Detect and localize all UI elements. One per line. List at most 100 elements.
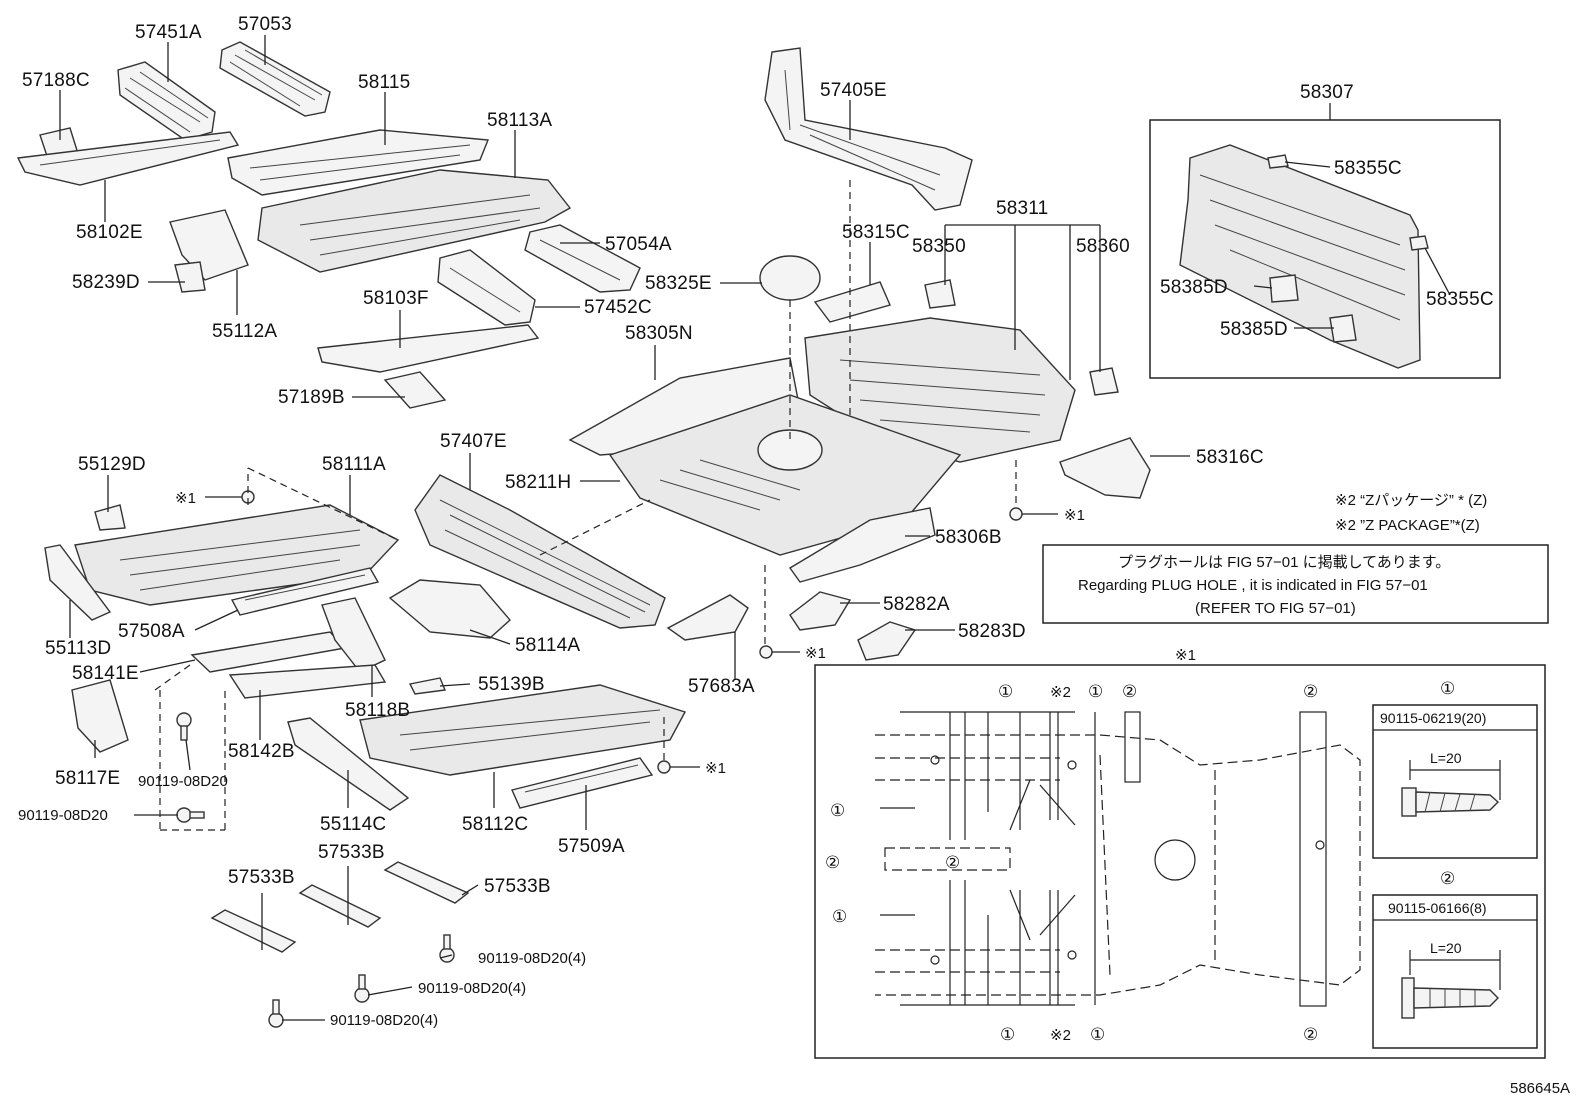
part-58360-shape [1089, 367, 1119, 396]
part-57054A-shape [524, 224, 641, 293]
fastener-legend-1-frame [1372, 704, 1538, 859]
label-57533B-a: 57533B [228, 867, 295, 888]
ref-mark-1-b: ※1 [1064, 507, 1085, 524]
bolt-icon-d [176, 807, 205, 823]
label-58385D-a: 58385D [1160, 277, 1228, 298]
label-58283D: 58283D [958, 621, 1026, 642]
part-58112C-shape [359, 684, 687, 776]
screw-icon-2 [1401, 950, 1501, 1019]
label-90119-a: 90119-08D20 [138, 773, 228, 790]
part-58141E-shape [190, 631, 347, 673]
plate-57533B-a [210, 909, 297, 953]
fastener-legend-1-part: 90115-06219(20) [1380, 710, 1486, 726]
fastener-map-frame [814, 664, 1546, 1059]
note-plug-hole-en: Regarding PLUG HOLE , it is indicated in… [1078, 577, 1428, 594]
part-55114C-shape [287, 717, 410, 811]
label-57683A: 57683A [688, 676, 755, 697]
part-58117E-shape [71, 679, 129, 753]
part-58385D-a-shape [1269, 274, 1299, 303]
part-58102E-shape [16, 131, 240, 186]
label-58311: 58311 [996, 198, 1048, 219]
label-58111A: 58111A [322, 454, 386, 475]
part-58350-shape [924, 279, 956, 309]
label-55129D: 55129D [78, 454, 146, 475]
screw-icon-1 [1401, 760, 1501, 817]
fastener-legend-1-length: L=20 [1430, 750, 1462, 766]
label-58112C: 58112C [462, 814, 528, 835]
part-58103F-shape [317, 324, 540, 373]
part-58316C-shape [1059, 437, 1151, 499]
label-57508A: 57508A [118, 621, 185, 642]
part-58113A-shape [257, 169, 572, 273]
part-58385D-b-shape [1329, 314, 1357, 343]
label-58360: 58360 [1076, 236, 1130, 257]
bolt-icon-g [657, 760, 671, 774]
part-57509A-shape [511, 757, 654, 809]
label-58115: 58115 [358, 72, 410, 93]
ref-mark-1-c: ※1 [805, 645, 826, 662]
part-58115-shape [227, 129, 489, 196]
part-57053-shape [219, 41, 331, 117]
label-57053: 57053 [238, 14, 292, 35]
label-58282A: 58282A [883, 594, 950, 615]
part-58307-shape [1179, 144, 1421, 369]
part-57683A-shape [666, 594, 749, 641]
label-58239D: 58239D [72, 272, 140, 293]
part-55113D-shape [44, 544, 112, 621]
part-55129D-shape [94, 504, 126, 531]
label-57405E: 57405E [820, 80, 887, 101]
figure-code: 586645A [1510, 1080, 1570, 1097]
note-z-package-en: ※2 ”Z PACKAGE”*(Z) [1335, 517, 1480, 534]
label-58385D-b: 58385D [1220, 319, 1288, 340]
label-57407E: 57407E [440, 431, 507, 452]
plug-hole-note-box [1042, 544, 1549, 624]
note-plug-hole-jp: プラグホールは FIG 57−01 に掲載してあります。 [1118, 554, 1450, 571]
part-58306B-shape [788, 507, 936, 583]
label-58103F: 58103F [363, 288, 429, 309]
label-58118B: 58118B [345, 700, 410, 721]
label-58315C: 58315C [842, 222, 910, 243]
label-58306B: 58306B [935, 527, 1002, 548]
bolt-icon-h [759, 645, 773, 659]
bolt-icon-b [354, 974, 370, 1003]
part-57189B-shape [383, 371, 447, 409]
label-58113A: 58113A [487, 110, 552, 131]
label-58355C-b: 58355C [1426, 289, 1494, 310]
part-55112A-shape [169, 209, 249, 281]
label-90119x4-a: 90119-08D20(4) [330, 1012, 438, 1029]
leader-lines [59, 35, 1451, 1021]
label-55139B: 55139B [478, 674, 545, 695]
ref-mark-1-a: ※1 [175, 490, 196, 507]
plate-57533B-b [298, 884, 382, 928]
part-57452C-shape [437, 249, 536, 326]
part-58282A-shape [789, 591, 852, 631]
label-55112A: 55112A [212, 321, 277, 342]
map-callout-2-mid: ② [945, 853, 960, 872]
label-58305N: 58305N [625, 323, 693, 344]
bolt-icon-c [439, 934, 455, 963]
label-58117E: 58117E [55, 768, 120, 789]
map-callout-2-top: ② [1122, 682, 1137, 701]
map-callout-1-bottom-a: ① [1000, 1025, 1015, 1044]
map-callout-2-right-top: ② [1303, 682, 1318, 701]
part-58114A-shape [388, 579, 511, 639]
plate-57533B-c [383, 861, 470, 904]
label-57054A: 57054A [605, 234, 672, 255]
label-58325E: 58325E [645, 273, 712, 294]
label-90119x4-b: 90119-08D20(4) [418, 980, 526, 997]
ref-mark-1-e: ※1 [1175, 647, 1196, 664]
label-58102E: 58102E [76, 222, 143, 243]
label-57452C: 57452C [584, 297, 652, 318]
fastener-map-outline [875, 711, 1361, 1007]
bolt-icon-a [268, 999, 284, 1028]
label-58142B: 58142B [228, 741, 295, 762]
fastener-legend-2-frame [1372, 894, 1538, 1049]
fastener-legend-2-length: L=20 [1430, 940, 1462, 956]
map-callout-2-bottom: ② [1303, 1025, 1318, 1044]
label-58307: 58307 [1300, 82, 1354, 103]
map-callout-2-left: ② [825, 853, 840, 872]
part-58315C-shape [813, 281, 891, 323]
map-ref-2-bottom: ※2 [1050, 1027, 1071, 1044]
frame-58307 [1149, 119, 1501, 379]
